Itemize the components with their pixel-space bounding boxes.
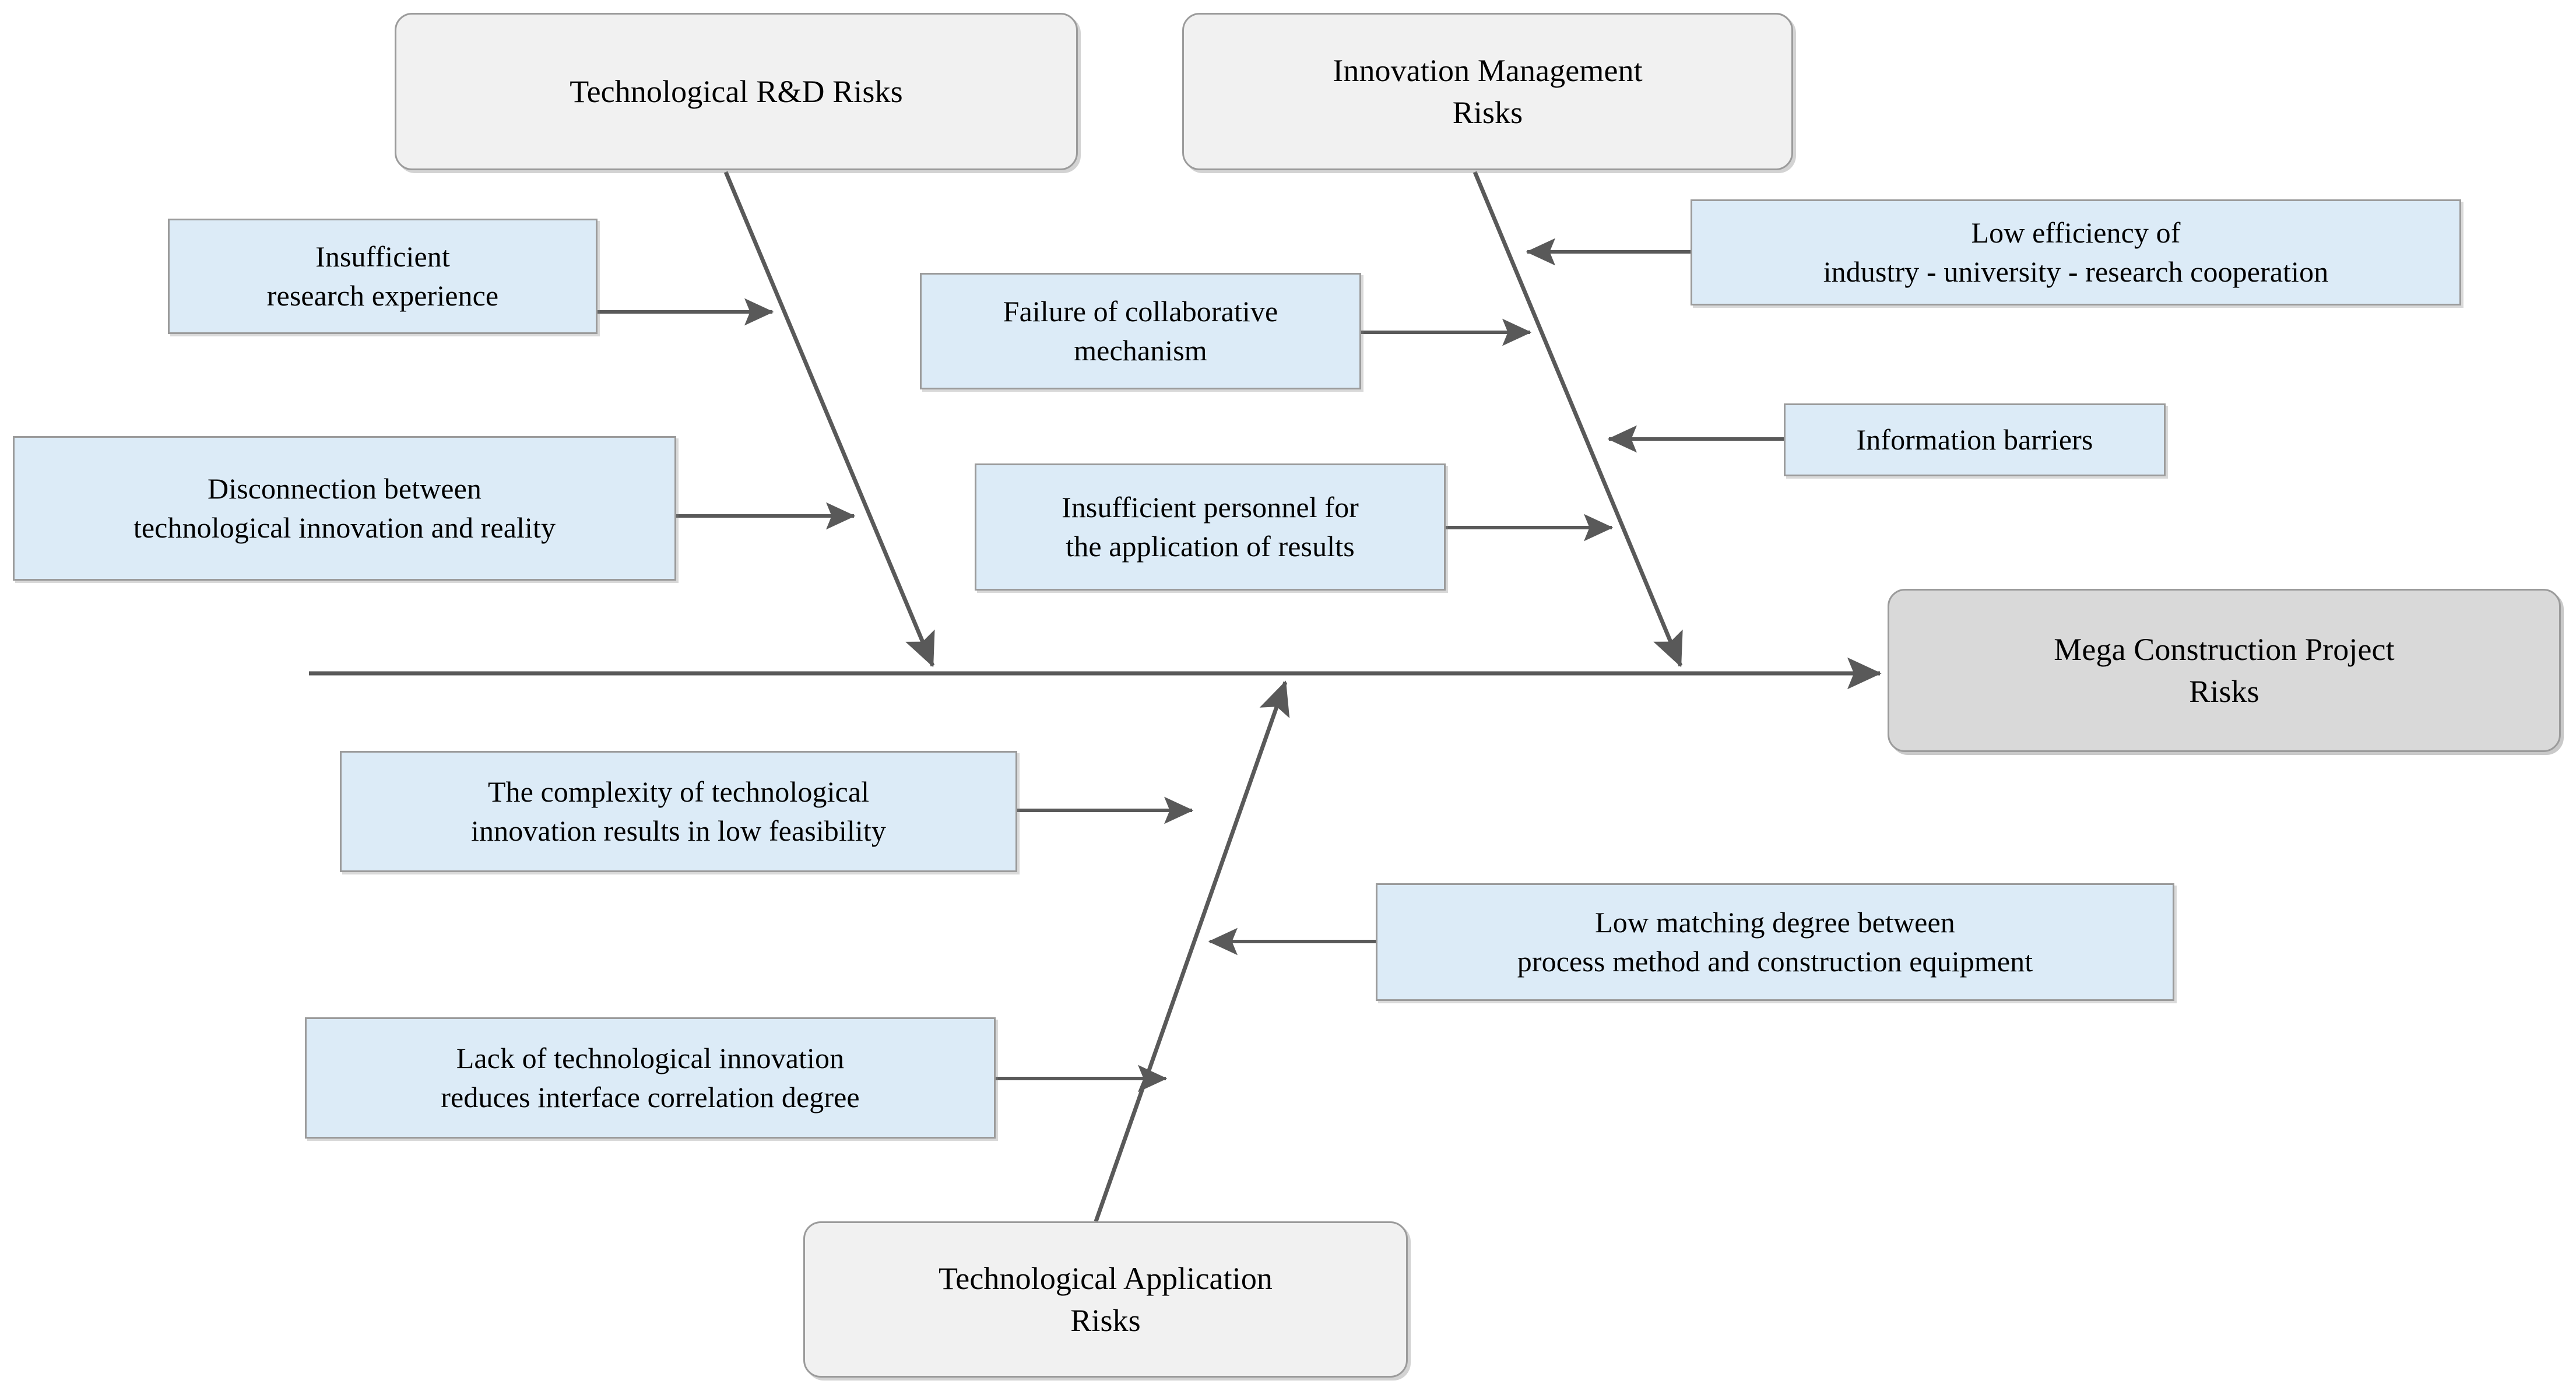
bone-technological-rd-risks xyxy=(723,171,935,668)
cause-label-low-matching-process-equipment-line1: Low matching degree between xyxy=(1595,906,1955,939)
cause-label-failure-collaborative-mechanism-line1: Failure of collaborative xyxy=(1003,295,1278,328)
cause-label-insufficient-research-experience-line2: research experience xyxy=(266,279,499,312)
cause-insufficient-personnel-application[interactable]: Insufficient personnel for the applicati… xyxy=(975,463,1446,591)
cause-label-failure-collaborative-mechanism-line2: mechanism xyxy=(1074,334,1207,367)
cause-low-matching-process-equipment[interactable]: Low matching degree between process meth… xyxy=(1376,883,2174,1001)
cause-label-disconnection-innovation-reality-line2: technological innovation and reality xyxy=(133,511,556,544)
cause-low-efficiency-iur-cooperation[interactable]: Low efficiency of industry - university … xyxy=(1691,199,2461,305)
cause-label-low-efficiency-iur-cooperation-line1: Low efficiency of xyxy=(1971,216,2181,249)
cause-label-complexity-low-feasibility-line1: The complexity of technological xyxy=(487,775,870,808)
cause-complexity-low-feasibility[interactable]: The complexity of technological innovati… xyxy=(340,751,1017,872)
category-label-technological-application-risks-line1: Technological Application xyxy=(938,1260,1273,1296)
category-innovation-management-risks[interactable]: Innovation Management Risks xyxy=(1182,13,1793,170)
cause-label-information-barriers: Information barriers xyxy=(1856,423,2093,456)
category-label-technological-application-risks-line2: Risks xyxy=(1070,1303,1141,1338)
cause-label-complexity-low-feasibility-line2: innovation results in low feasibility xyxy=(471,814,886,847)
cause-label-insufficient-personnel-application-line1: Insufficient personnel for xyxy=(1062,491,1359,524)
cause-label-lack-innovation-interface-correlation-line1: Lack of technological innovation xyxy=(456,1042,845,1074)
category-label-technological-rd-risks: Technological R&D Risks xyxy=(570,73,903,109)
cause-lack-innovation-interface-correlation[interactable]: Lack of technological innovation reduces… xyxy=(305,1017,996,1139)
cause-label-disconnection-innovation-reality-line1: Disconnection between xyxy=(208,472,482,505)
cause-label-lack-innovation-interface-correlation-line2: reduces interface correlation degree xyxy=(441,1081,860,1113)
bone-technological-application-risks xyxy=(1094,680,1290,1223)
effect-label-line1: Mega Construction Project xyxy=(2054,631,2395,667)
cause-label-low-efficiency-iur-cooperation-line2: industry - university - research coopera… xyxy=(1823,255,2329,288)
category-label-innovation-management-risks-line2: Risks xyxy=(1452,95,1523,130)
cause-label-insufficient-research-experience-line1: Insufficient xyxy=(315,240,450,273)
cause-disconnection-innovation-reality[interactable]: Disconnection between technological inno… xyxy=(13,436,676,581)
category-technological-application-risks[interactable]: Technological Application Risks xyxy=(803,1221,1408,1378)
cause-label-insufficient-personnel-application-line2: the application of results xyxy=(1066,530,1355,563)
category-technological-rd-risks[interactable]: Technological R&D Risks xyxy=(395,13,1078,170)
cause-failure-collaborative-mechanism[interactable]: Failure of collaborative mechanism xyxy=(920,273,1361,389)
cause-information-barriers[interactable]: Information barriers xyxy=(1784,403,2166,476)
effect-box-mega-construction-project-risks[interactable]: Mega Construction Project Risks xyxy=(1888,589,2561,752)
cause-label-low-matching-process-equipment-line2: process method and construction equipmen… xyxy=(1517,945,2033,978)
effect-label-line2: Risks xyxy=(2189,674,2259,709)
category-label-innovation-management-risks-line1: Innovation Management xyxy=(1333,52,1643,88)
bone-innovation-management-risks xyxy=(1472,171,1683,668)
cause-insufficient-research-experience[interactable]: Insufficient research experience xyxy=(168,219,598,334)
